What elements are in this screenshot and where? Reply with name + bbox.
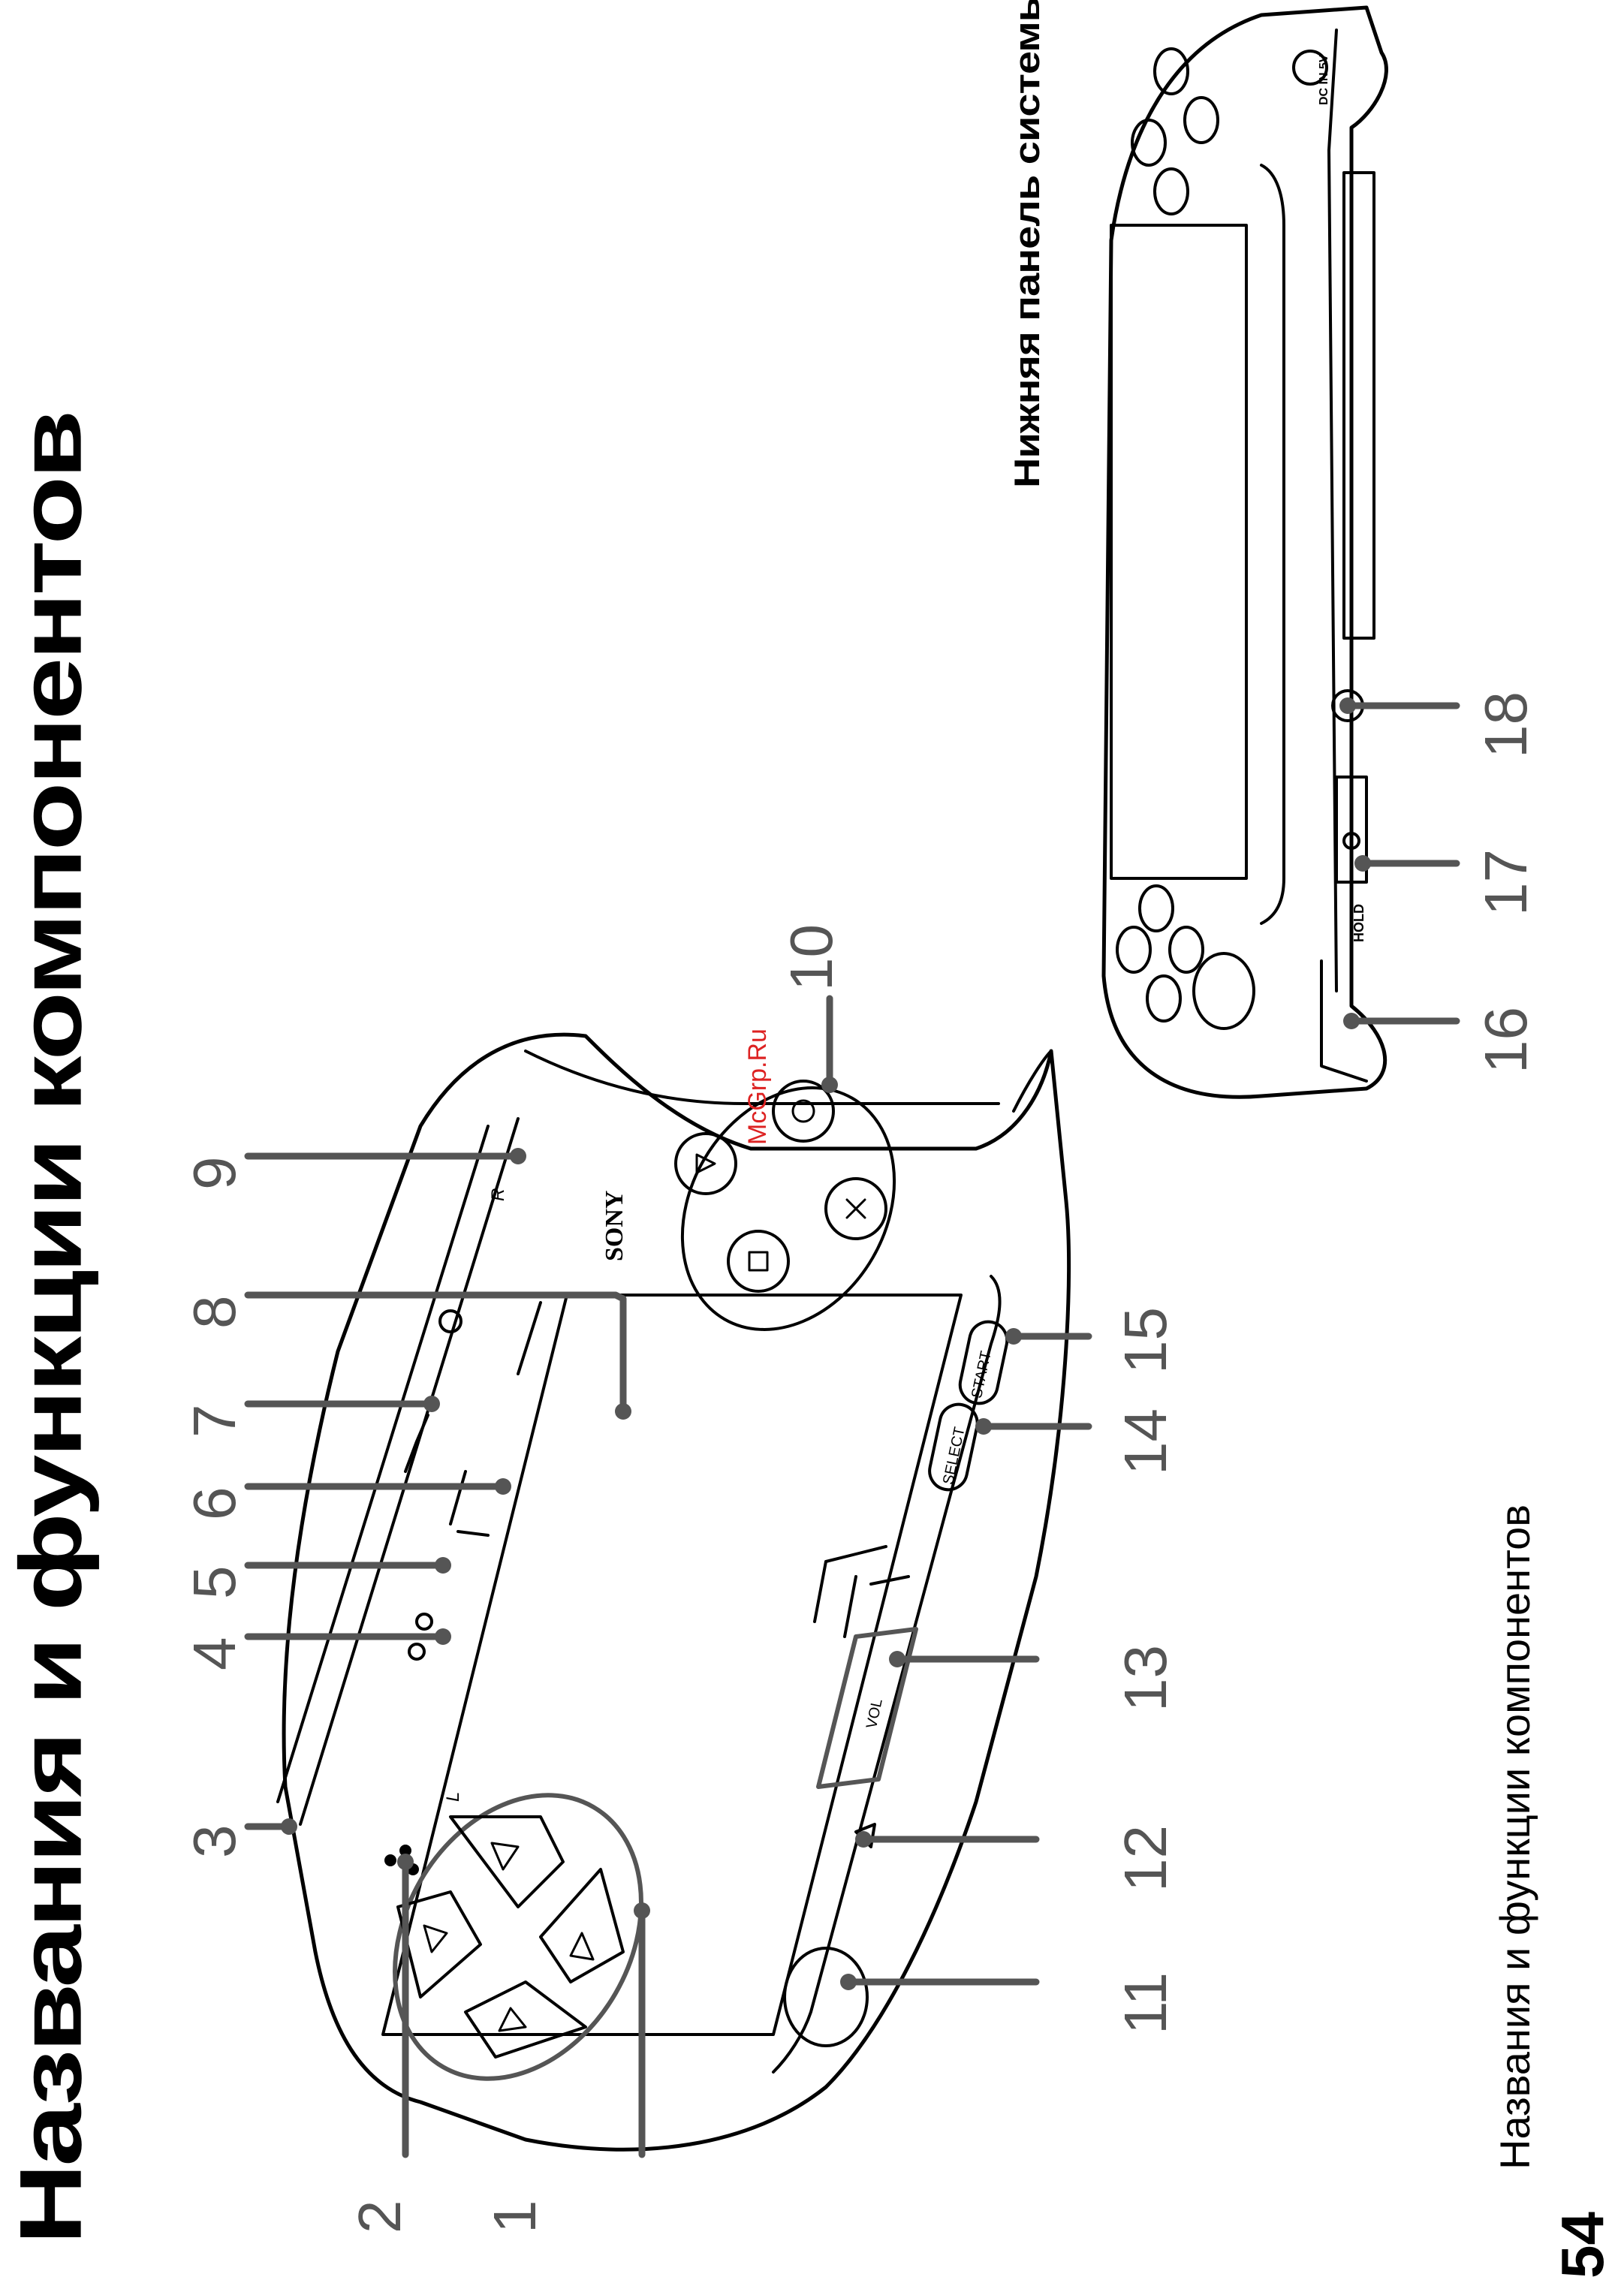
callout-8: 8 [180,1296,249,1330]
callout-5: 5 [180,1566,249,1600]
sony-logo: SONY [601,1191,629,1261]
page-title: Названия и функции компонентов [0,413,101,2245]
callout-3: 3 [180,1825,249,1859]
bottom-view-label: Нижняя панель системы [1006,0,1047,488]
callout-14: 14 [1111,1408,1180,1475]
watermark: McGrp.Ru [743,1029,773,1145]
callout-9: 9 [180,1157,249,1191]
callout-2: 2 [345,2200,414,2234]
callout-1: 1 [481,2200,550,2234]
callout-18: 18 [1472,691,1541,758]
bottom-callout-dots [1339,697,1371,1029]
hold-label: HOLD [1351,904,1367,942]
front-callout-lines [248,998,1089,2155]
callout-11: 11 [1111,1972,1180,2035]
callout-7: 7 [180,1405,249,1438]
callout-6: 6 [180,1487,249,1521]
callout-4: 4 [180,1637,249,1671]
callout-12: 12 [1111,1825,1180,1892]
dc-in-label: DC IN 5V [1318,54,1331,105]
l-trigger-label: L [443,1792,464,1802]
psp-bottom-view [1104,8,1386,1097]
callout-10: 10 [777,924,846,991]
callout-17: 17 [1472,849,1541,916]
front-callout-dots [281,1077,1022,1990]
callout-15: 15 [1111,1307,1180,1374]
page-footer: Названия и функции компонентов [1490,1504,1539,2170]
callout-13: 13 [1111,1645,1180,1712]
r-trigger-label: R [488,1188,509,1201]
callout-16: 16 [1472,1007,1541,1074]
page-number: 54 [1548,2212,1617,2278]
